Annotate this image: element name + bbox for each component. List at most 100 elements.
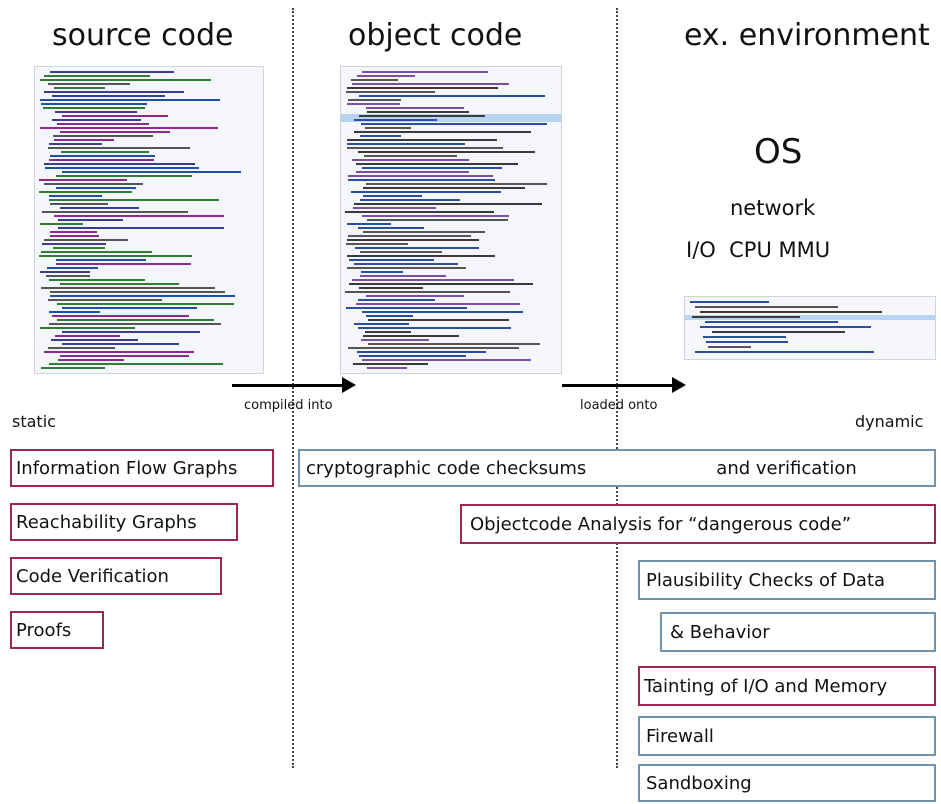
- code-line: [61, 151, 149, 153]
- code-line: [49, 323, 221, 325]
- code-line: [352, 279, 514, 281]
- code-line: [49, 199, 219, 201]
- code-line: [366, 107, 464, 109]
- dynamic-label: dynamic: [855, 412, 924, 431]
- code-line: [57, 303, 234, 305]
- code-line: [347, 255, 495, 257]
- highlighted-code-line: [341, 118, 561, 122]
- source-code-screenshot: [34, 66, 264, 374]
- plausibility-checks-box: Plausibility Checks of Data: [638, 560, 936, 600]
- code-line: [60, 207, 139, 209]
- object-code-screenshot: [340, 66, 562, 374]
- code-line: [712, 331, 845, 333]
- code-line: [360, 251, 442, 253]
- code-line: [39, 255, 192, 257]
- code-line: [362, 71, 488, 73]
- code-verification-box: Code Verification: [10, 557, 222, 595]
- code-line: [44, 91, 184, 93]
- code-line: [49, 363, 223, 365]
- code-line: [358, 151, 535, 153]
- code-line: [348, 347, 519, 349]
- code-line: [45, 167, 199, 169]
- code-line: [345, 211, 494, 213]
- code-line: [53, 135, 153, 137]
- code-line: [54, 87, 105, 89]
- code-line: [354, 323, 409, 325]
- code-line: [48, 83, 130, 85]
- code-line: [346, 91, 435, 93]
- code-line: [54, 215, 224, 217]
- code-line: [46, 275, 90, 277]
- code-line: [40, 99, 220, 101]
- code-line: [50, 155, 155, 157]
- code-line: [57, 123, 149, 125]
- code-line: [700, 326, 871, 328]
- firewall-text: Firewall: [646, 725, 714, 747]
- code-line: [49, 279, 145, 281]
- tainting-box: Tainting of I/O and Memory: [638, 666, 936, 706]
- code-line: [345, 291, 510, 293]
- code-line: [363, 187, 525, 189]
- behavior-box: & Behavior: [660, 612, 936, 652]
- code-line: [48, 147, 190, 149]
- code-line: [361, 339, 429, 341]
- code-line: [51, 339, 138, 341]
- code-line: [347, 143, 465, 145]
- proofs-box: Proofs: [10, 611, 104, 649]
- code-line: [359, 95, 545, 97]
- code-line: [40, 79, 211, 81]
- code-line: [62, 331, 200, 333]
- code-line: [360, 199, 460, 201]
- code-line: [55, 111, 137, 113]
- checksums-text: cryptographic code checksums: [306, 457, 587, 479]
- network-label: network: [730, 196, 816, 220]
- code-line: [53, 247, 105, 249]
- code-line: [359, 287, 423, 289]
- reachability-graphs-box: Reachability Graphs: [10, 503, 238, 541]
- code-line: [366, 183, 547, 185]
- code-line: [347, 103, 400, 105]
- code-line: [695, 351, 874, 353]
- code-line: [41, 287, 215, 289]
- load-label: loaded onto: [580, 398, 658, 413]
- code-line: [39, 191, 132, 193]
- code-line: [56, 175, 192, 177]
- code-line: [57, 319, 214, 321]
- code-line: [347, 87, 498, 89]
- code-line: [367, 367, 407, 369]
- code-line: [41, 103, 147, 105]
- code-line: [354, 119, 437, 121]
- code-line: [60, 131, 170, 133]
- code-line: [361, 271, 403, 273]
- code-line: [360, 135, 401, 137]
- code-line: [358, 227, 424, 229]
- code-line: [353, 207, 436, 209]
- code-line: [44, 163, 195, 165]
- code-line: [352, 159, 469, 161]
- code-line: [347, 223, 391, 225]
- code-line: [50, 203, 108, 205]
- code-line: [366, 315, 413, 317]
- divider-left: [292, 8, 294, 768]
- code-line: [349, 259, 434, 261]
- objectcode-analysis-box: Objectcode Analysis for “dangerous code”: [460, 504, 936, 544]
- load-arrow: [562, 384, 674, 387]
- code-line: [47, 267, 98, 269]
- code-line: [700, 311, 882, 313]
- code-verification-text: Code Verification: [16, 565, 169, 587]
- source-code-title: source code: [52, 18, 234, 53]
- code-line: [362, 359, 531, 361]
- sandboxing-text: Sandboxing: [646, 772, 752, 794]
- code-line: [50, 71, 174, 73]
- code-line: [360, 275, 446, 277]
- code-line: [40, 127, 218, 129]
- code-line: [348, 235, 471, 237]
- code-line: [352, 83, 509, 85]
- environment-title: ex. environment: [684, 18, 930, 53]
- code-line: [58, 359, 124, 361]
- compile-label: compiled into: [244, 398, 333, 413]
- code-line: [50, 231, 97, 233]
- code-line: [41, 367, 105, 369]
- os-label: OS: [754, 132, 803, 172]
- code-line: [62, 307, 197, 309]
